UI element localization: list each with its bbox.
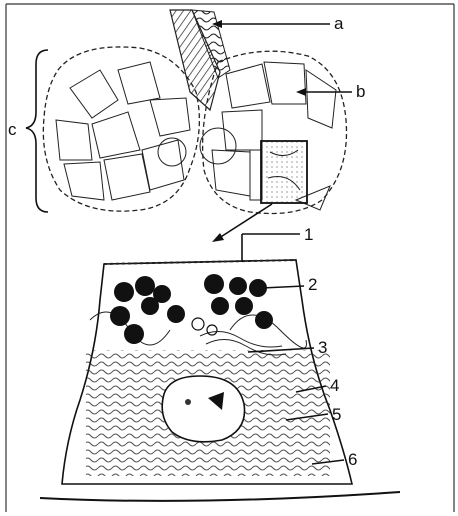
label-1: 1 <box>304 225 313 244</box>
secretory-granule <box>255 311 273 329</box>
leader-2 <box>262 286 304 288</box>
secretory-granule <box>167 305 185 323</box>
secretory-cell <box>40 260 400 501</box>
left-lobe-outline <box>43 47 199 211</box>
connector-arrow <box>212 233 224 242</box>
acinus <box>150 98 190 136</box>
acinus-lumen <box>92 112 140 158</box>
label-5: 5 <box>332 405 341 424</box>
brace-c <box>26 50 48 212</box>
acinus <box>70 70 118 118</box>
gland-cross-section <box>43 10 346 214</box>
secretory-granule <box>211 297 229 315</box>
basement-membrane <box>40 492 400 501</box>
secretory-granule <box>229 277 247 295</box>
acinus <box>212 150 250 196</box>
acinus <box>118 62 160 104</box>
acinus <box>222 110 262 150</box>
secretory-granule <box>124 324 144 344</box>
acinus <box>56 120 92 160</box>
nucleus <box>162 376 244 442</box>
secretory-granule <box>204 274 224 294</box>
immature-granule <box>207 325 217 335</box>
label-4: 4 <box>330 376 339 395</box>
secretory-granule <box>141 297 159 315</box>
label-c: c <box>8 120 17 139</box>
secretory-granule <box>135 276 155 296</box>
acinus <box>264 62 306 104</box>
acinus <box>306 70 336 128</box>
secretory-granule <box>110 306 130 326</box>
label-b: b <box>356 82 365 101</box>
chromatin <box>185 399 191 405</box>
acinus <box>64 162 104 200</box>
acinus <box>158 138 186 166</box>
immature-granule <box>192 318 204 330</box>
acinus <box>104 154 150 200</box>
golgi-cisternae <box>200 331 282 347</box>
secretory-granule <box>235 297 253 315</box>
label-2: 2 <box>308 275 317 294</box>
label-6: 6 <box>348 450 357 469</box>
acinus <box>226 64 270 108</box>
label-a: a <box>334 14 344 33</box>
secretory-granule <box>114 282 134 302</box>
leader-b-arrow <box>296 88 306 96</box>
acinus <box>200 128 236 164</box>
label-3: 3 <box>318 338 327 357</box>
highlighted-acinus-box <box>261 141 307 203</box>
